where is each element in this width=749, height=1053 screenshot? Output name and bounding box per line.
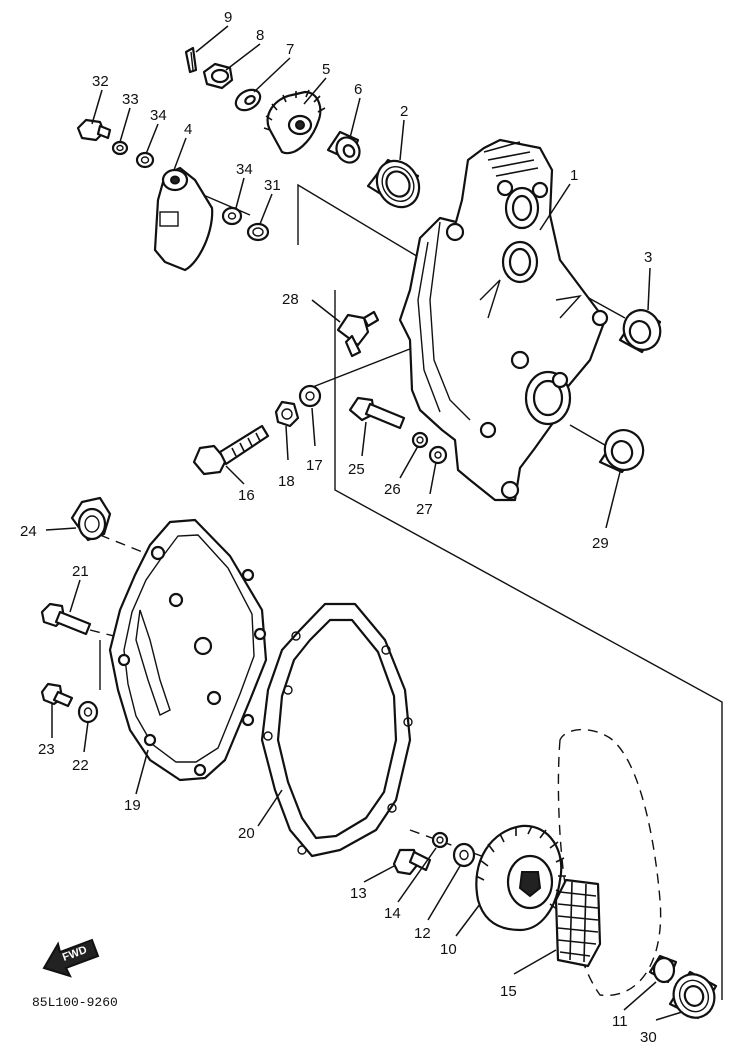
part-18-nut [274,400,300,428]
callout-27: 27 [416,501,433,518]
part-20-gasket [260,602,413,858]
callout-12: 12 [414,925,431,942]
part-23-bolt [40,682,74,708]
part-27-washer [428,445,448,465]
callout-30: 30 [640,1029,657,1046]
callout-leader-lines [45,25,683,1021]
part-2-ball-bearing [366,158,421,209]
part-29-oil-seal [598,429,645,474]
callout-29: 29 [592,535,609,552]
part-12-washer [452,842,476,868]
callout-8: 8 [256,27,264,44]
callout-14: 14 [384,905,401,922]
part-17-washer [298,384,322,408]
part-3-oil-seal [618,308,662,354]
part-34-washer-right [221,206,243,226]
callout-20: 20 [238,825,255,842]
callout-23: 23 [38,741,55,758]
callout-10: 10 [440,941,457,958]
part-25-bolt [348,396,406,430]
callout-16: 16 [238,487,255,504]
callout-11: 11 [612,1013,628,1030]
part-9-cotter-pin [184,46,198,74]
callout-22: 22 [72,757,89,774]
part-5-drive-sprocket [263,89,326,155]
callout-28: 28 [282,291,299,308]
callout-33: 33 [122,91,139,108]
callout-4: 4 [184,121,192,138]
part-6-spacer [326,130,361,164]
callout-32: 32 [92,73,109,90]
callout-24: 24 [20,523,37,540]
part-22-washer [77,700,99,724]
callout-15: 15 [500,983,517,1000]
callout-2: 2 [400,103,408,120]
part-7-washer [234,88,262,112]
catalog-number: 85L100-9260 [32,995,118,1010]
part-14-lock-washer [431,831,449,849]
callout-21: 21 [72,563,89,580]
part-11-spacer [648,954,678,984]
callout-1: 1 [570,167,578,184]
part-30-ball-bearing [668,970,718,1020]
callout-6: 6 [354,81,362,98]
part-4-chain-tensioner [153,166,214,272]
callout-17: 17 [306,457,323,474]
callout-9: 9 [224,9,232,26]
part-33-lock-washer [111,140,129,156]
part-26-lock-washer [411,431,429,449]
callout-13: 13 [350,885,367,902]
part-34-washer-left [135,151,155,169]
part-15-drive-chain [554,878,602,968]
callout-34-right: 34 [236,161,253,178]
part-24-cap [70,496,112,542]
part-16-adjuster-bolt [192,424,270,476]
callout-numbers: 9 8 7 5 6 2 1 3 32 33 34 4 34 31 28 17 1… [20,9,657,1046]
callout-19: 19 [124,797,141,814]
callout-18: 18 [278,473,295,490]
part-21-bolt [40,602,92,636]
part-8-castle-nut [202,62,234,90]
callout-7: 7 [286,41,294,58]
part-31-circlip [246,222,270,242]
part-28-grease-nipple [336,310,380,358]
callout-34-left: 34 [150,107,167,124]
part-1-chain-case [398,138,609,502]
callout-31: 31 [264,177,281,194]
callout-25: 25 [348,461,365,478]
callout-26: 26 [384,481,401,498]
part-32-bolt [76,118,112,142]
callout-3: 3 [644,249,652,266]
callout-5: 5 [322,61,330,78]
part-19-chain-case-cover [108,518,268,782]
part-13-bolt [392,848,432,876]
part-10-driven-sprocket [475,824,566,932]
fwd-direction-arrow: FWD [42,938,100,978]
